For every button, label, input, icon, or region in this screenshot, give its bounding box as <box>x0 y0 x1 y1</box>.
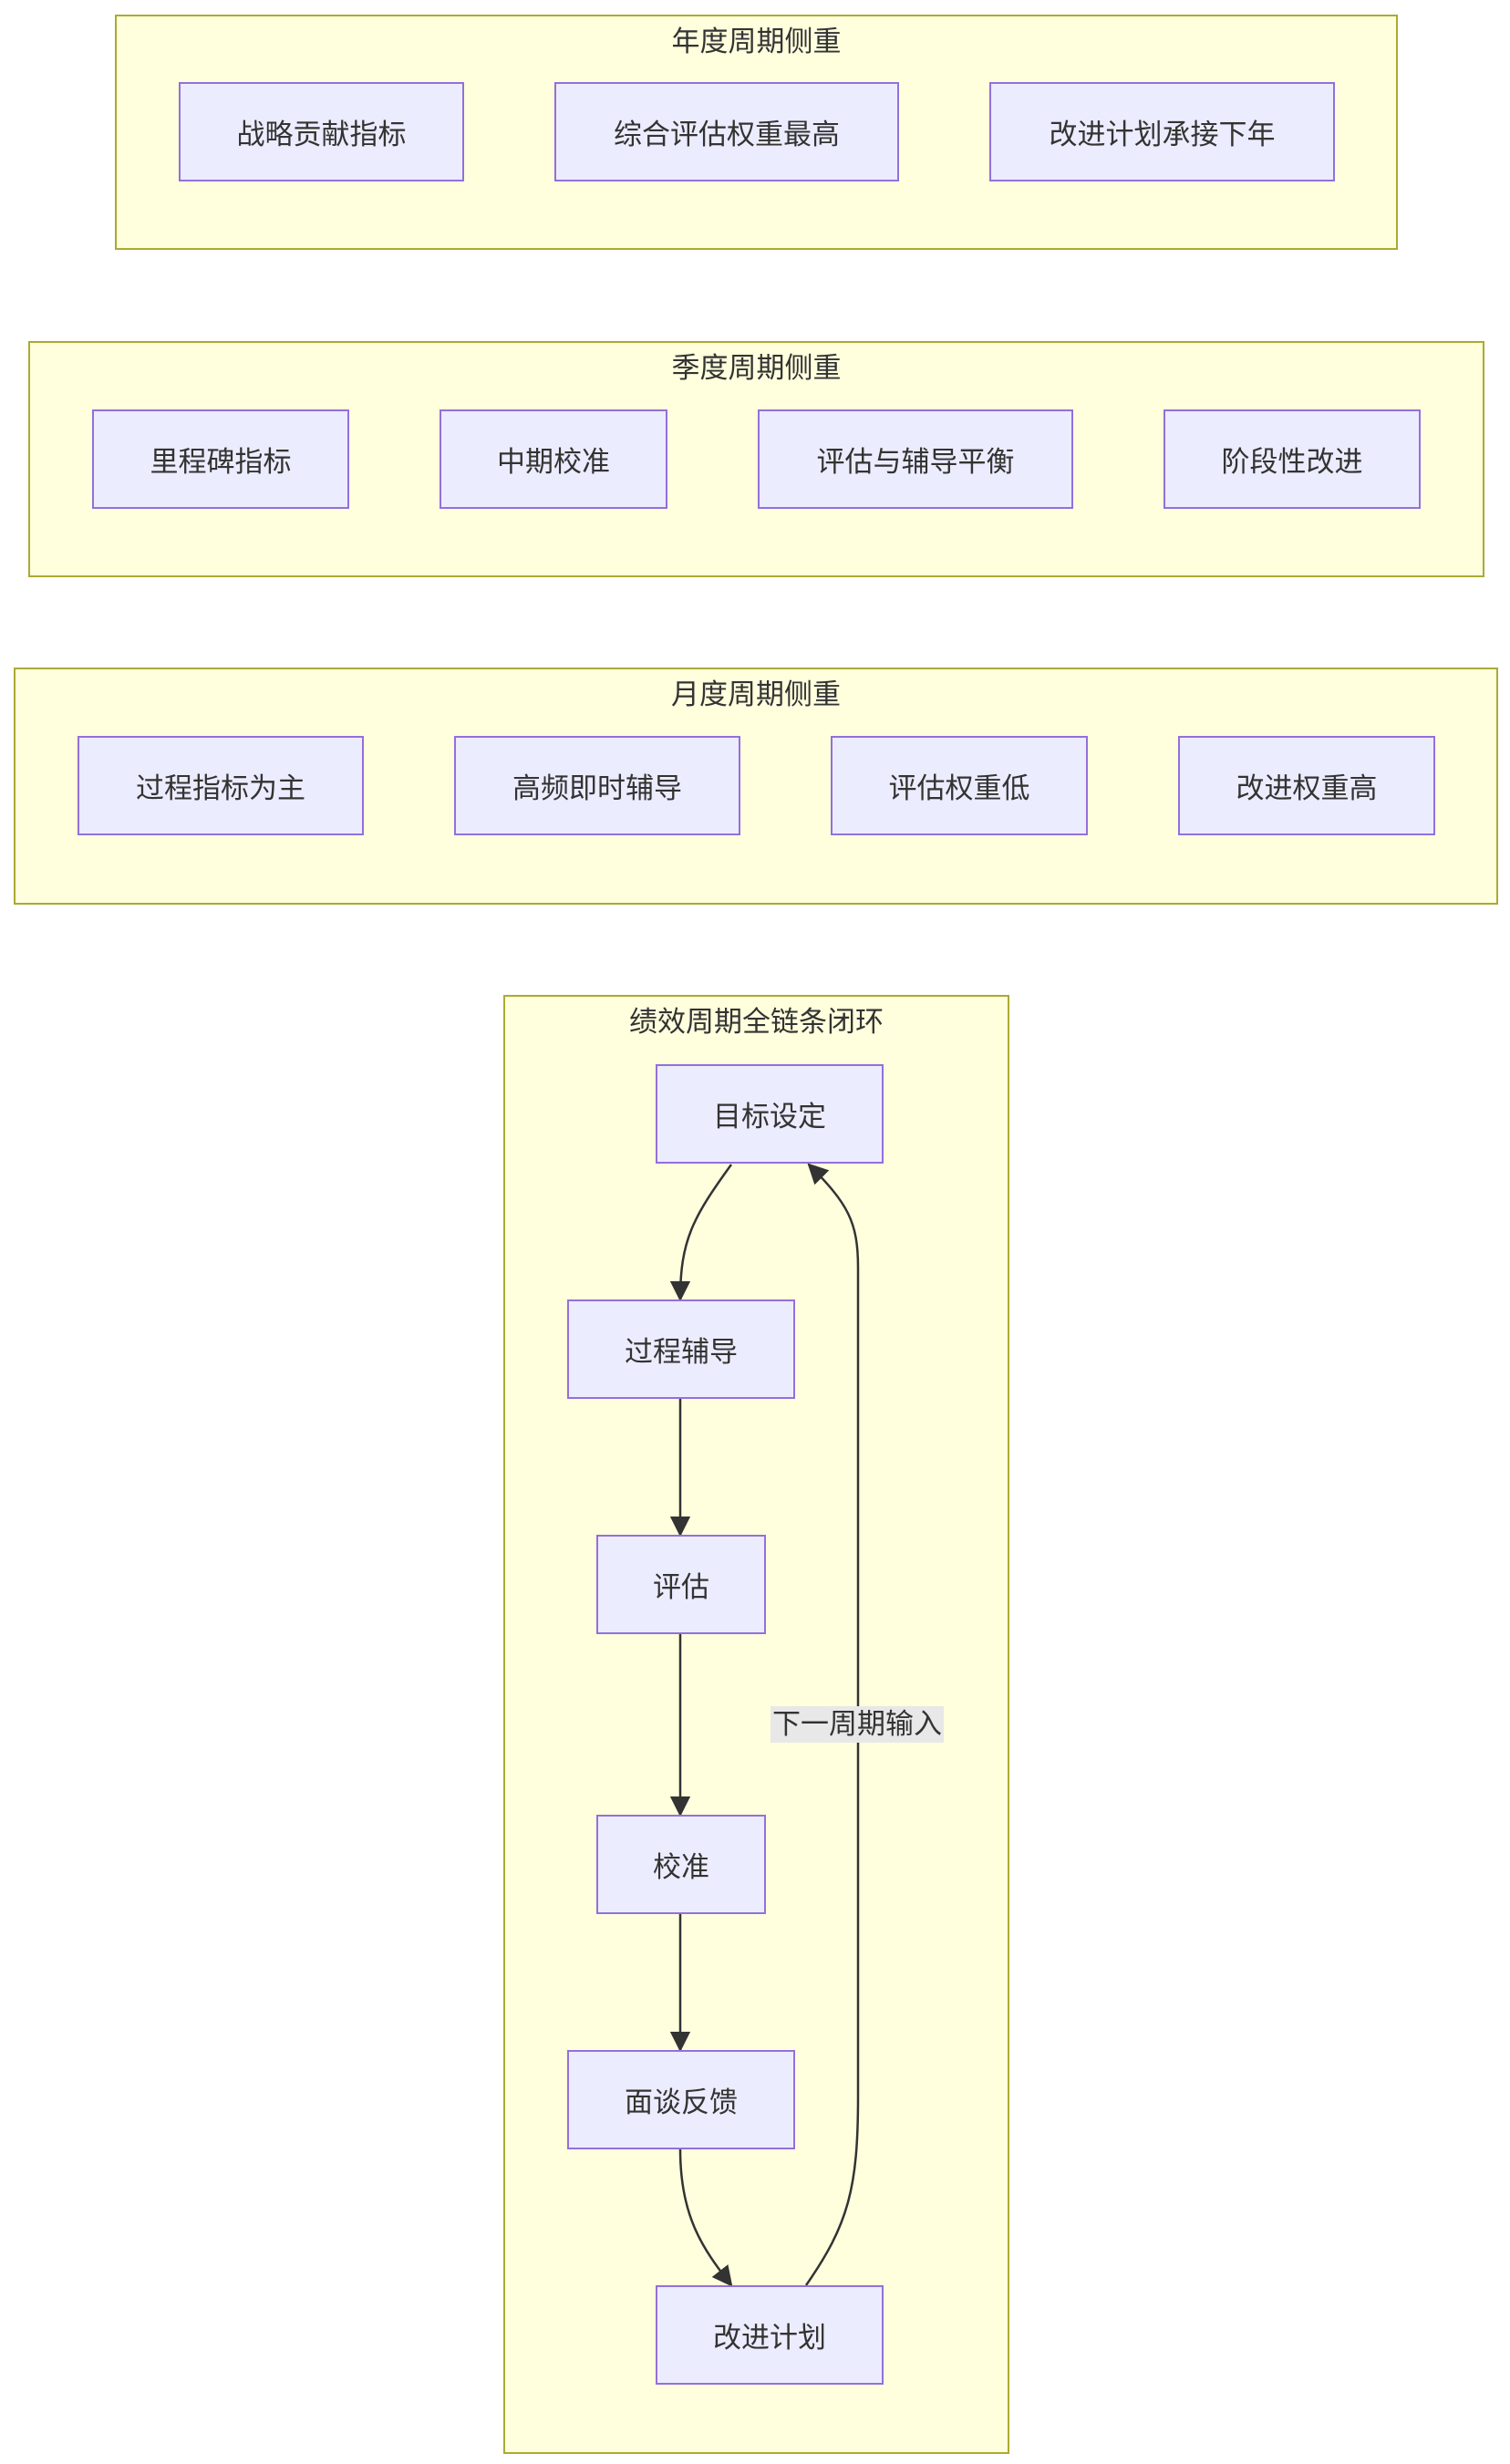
edge-label-next-cycle-input: 下一周期输入 <box>771 1706 944 1743</box>
node-evaluation[interactable]: 评估 <box>596 1535 766 1634</box>
node-goal-setting[interactable]: 目标设定 <box>656 1064 884 1164</box>
node-phased-improvement[interactable]: 阶段性改进 <box>1164 409 1421 509</box>
node-evaluation-coaching-balance[interactable]: 评估与辅导平衡 <box>758 409 1073 509</box>
node-overall-evaluation-weight-highest[interactable]: 综合评估权重最高 <box>554 82 899 181</box>
cluster-quarterly-title: 季度周期侧重 <box>671 352 842 385</box>
cluster-annual-title: 年度周期侧重 <box>671 26 842 58</box>
node-process-metrics-primary[interactable]: 过程指标为主 <box>78 736 364 835</box>
node-interview-feedback[interactable]: 面谈反馈 <box>567 2050 795 2149</box>
node-calibration[interactable]: 校准 <box>596 1815 766 1914</box>
node-improvement-plan-next-year[interactable]: 改进计划承接下年 <box>989 82 1335 181</box>
node-milestone-metrics[interactable]: 里程碑指标 <box>92 409 349 509</box>
node-midterm-calibration[interactable]: 中期校准 <box>440 409 667 509</box>
cluster-loop-title: 绩效周期全链条闭环 <box>629 1006 884 1039</box>
node-strategic-contribution-metrics[interactable]: 战略贡献指标 <box>179 82 464 181</box>
node-high-frequency-coaching[interactable]: 高频即时辅导 <box>454 736 740 835</box>
cluster-monthly-title: 月度周期侧重 <box>671 678 841 711</box>
node-improvement-weight-high[interactable]: 改进权重高 <box>1178 736 1435 835</box>
node-evaluation-weight-low[interactable]: 评估权重低 <box>831 736 1088 835</box>
node-process-coaching[interactable]: 过程辅导 <box>567 1299 795 1399</box>
node-improvement-plan[interactable]: 改进计划 <box>656 2285 884 2385</box>
